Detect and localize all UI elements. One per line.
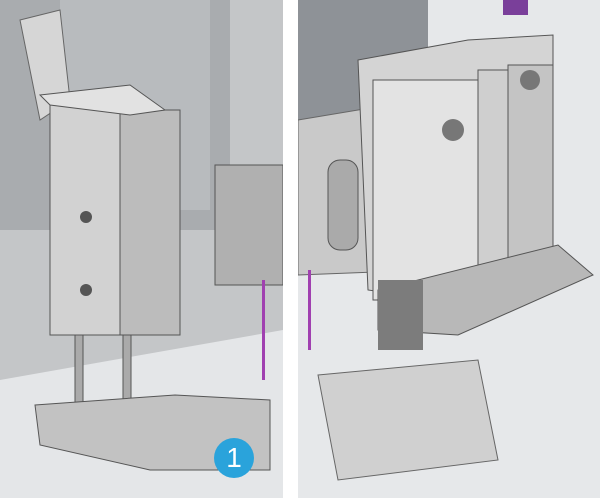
- panel-1-cad-view: 1: [0, 0, 283, 498]
- panel-2-cad-view: 2: [298, 0, 600, 498]
- cad-render-2: [298, 0, 600, 498]
- panel-number-badge: 1: [214, 438, 254, 478]
- cad-render-1: [0, 0, 283, 498]
